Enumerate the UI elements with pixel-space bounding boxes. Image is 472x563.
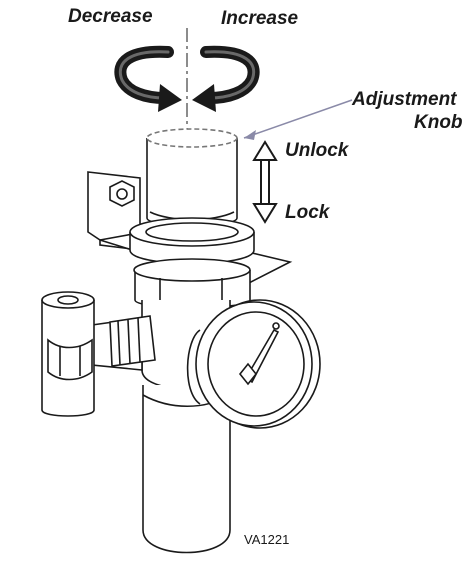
decrease-label: Decrease — [68, 6, 153, 27]
figure-code-label: VA1221 — [244, 532, 290, 547]
lock-ring — [129, 217, 255, 265]
increase-rotation-arrow — [192, 45, 260, 112]
lock-label: Lock — [285, 202, 330, 223]
increase-label: Increase — [221, 8, 299, 29]
adjustment-knob-leader-line — [243, 99, 353, 139]
adjustment-knob-label-line1: Adjustment — [352, 89, 457, 110]
pressure-gauge — [186, 299, 321, 429]
adjustment-knob — [146, 128, 238, 227]
inlet-fitting — [41, 291, 156, 417]
lock-unlock-double-arrow — [252, 140, 278, 224]
hex-bolt — [109, 180, 135, 207]
adjustment-knob-label-line2: Knob — [414, 112, 463, 133]
decrease-rotation-arrow — [114, 45, 182, 112]
unlock-label: Unlock — [285, 140, 349, 161]
